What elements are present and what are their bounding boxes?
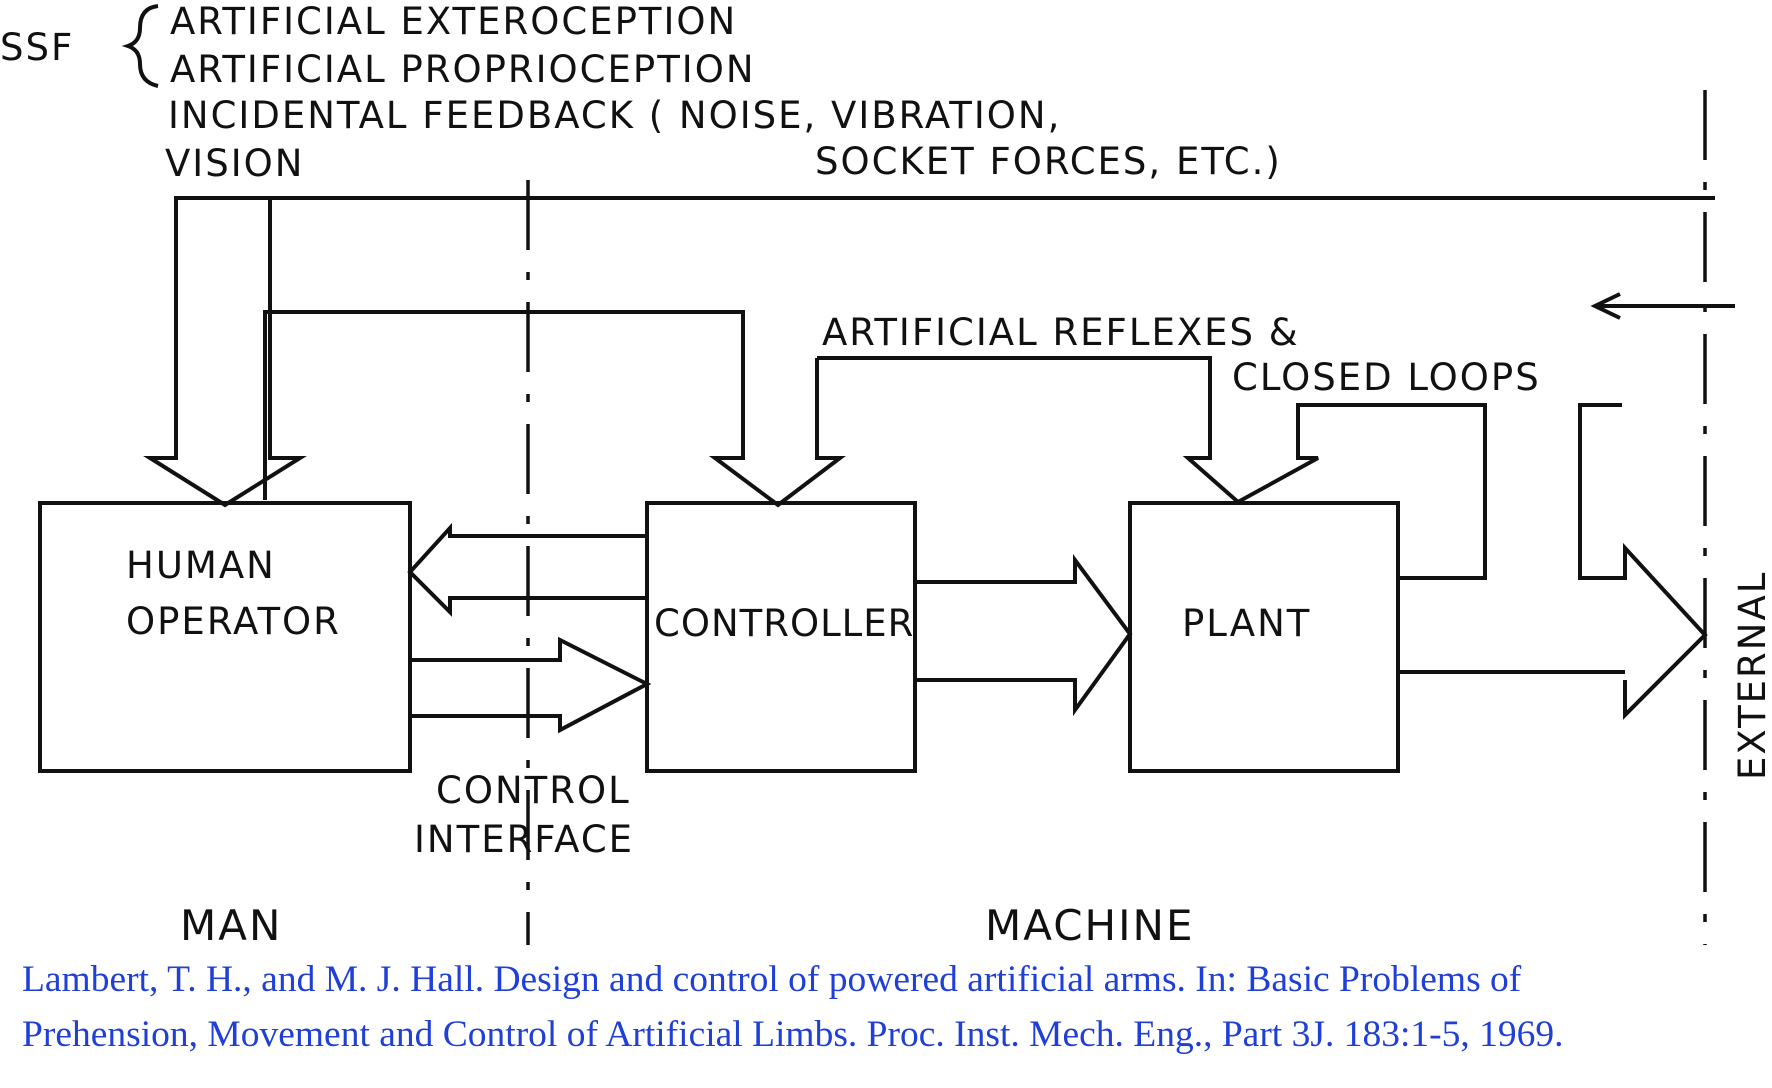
citation-line-1: Lambert, T. H., and M. J. Hall. Design a…	[22, 959, 1522, 1000]
control-interface-label-line2: INTERFACE	[414, 818, 634, 861]
ssf-label: SSF	[0, 26, 74, 69]
control-diagram: SSF ARTIFICIAL EXTEROCEPTION ARTIFICIAL …	[0, 0, 1772, 950]
controller-to-plant-arrow	[915, 553, 1133, 717]
plant-label: PLANT	[1182, 602, 1311, 645]
socket-forces-label: SOCKET FORCES, ETC.)	[815, 140, 1282, 183]
ssf-brace	[121, 4, 159, 88]
external-loop	[1590, 292, 1735, 320]
external-loop-return	[1578, 403, 1708, 720]
human-operator-box	[38, 501, 412, 773]
feedback-loop-operator-controller	[263, 310, 846, 508]
reflex-loop	[817, 356, 1487, 580]
controller-box	[645, 501, 917, 773]
ssf-item-exteroception: ARTIFICIAL EXTEROCEPTION	[170, 0, 737, 43]
operator-to-controller-arrow	[410, 636, 652, 734]
feedback-loop-outer	[143, 196, 1715, 508]
citation-line-2: Prehension, Movement and Control of Arti…	[22, 1014, 1564, 1055]
reflexes-label-line1: ARTIFICIAL REFLEXES &	[822, 311, 1300, 354]
vision-label: VISION	[165, 142, 304, 185]
citation-caption: Lambert, T. H., and M. J. Hall. Design a…	[22, 952, 1762, 1062]
machine-region-label: MACHINE	[985, 901, 1194, 950]
human-operator-label-line1: HUMAN	[126, 544, 276, 587]
controller-label: CONTROLLER	[654, 602, 914, 645]
human-operator-label-line2: OPERATOR	[126, 600, 341, 643]
control-interface-label-line1: CONTROL	[436, 769, 631, 812]
incidental-feedback-label: INCIDENTAL FEEDBACK ( NOISE, VIBRATION,	[168, 94, 1061, 137]
ssf-item-proprioception: ARTIFICIAL PROPRIOCEPTION	[170, 48, 756, 91]
external-label: EXTERNAL	[1731, 571, 1772, 780]
man-region-label: MAN	[180, 901, 282, 950]
reflexes-label-line2: CLOSED LOOPS	[1232, 356, 1541, 399]
controller-to-operator-arrow	[407, 522, 647, 617]
